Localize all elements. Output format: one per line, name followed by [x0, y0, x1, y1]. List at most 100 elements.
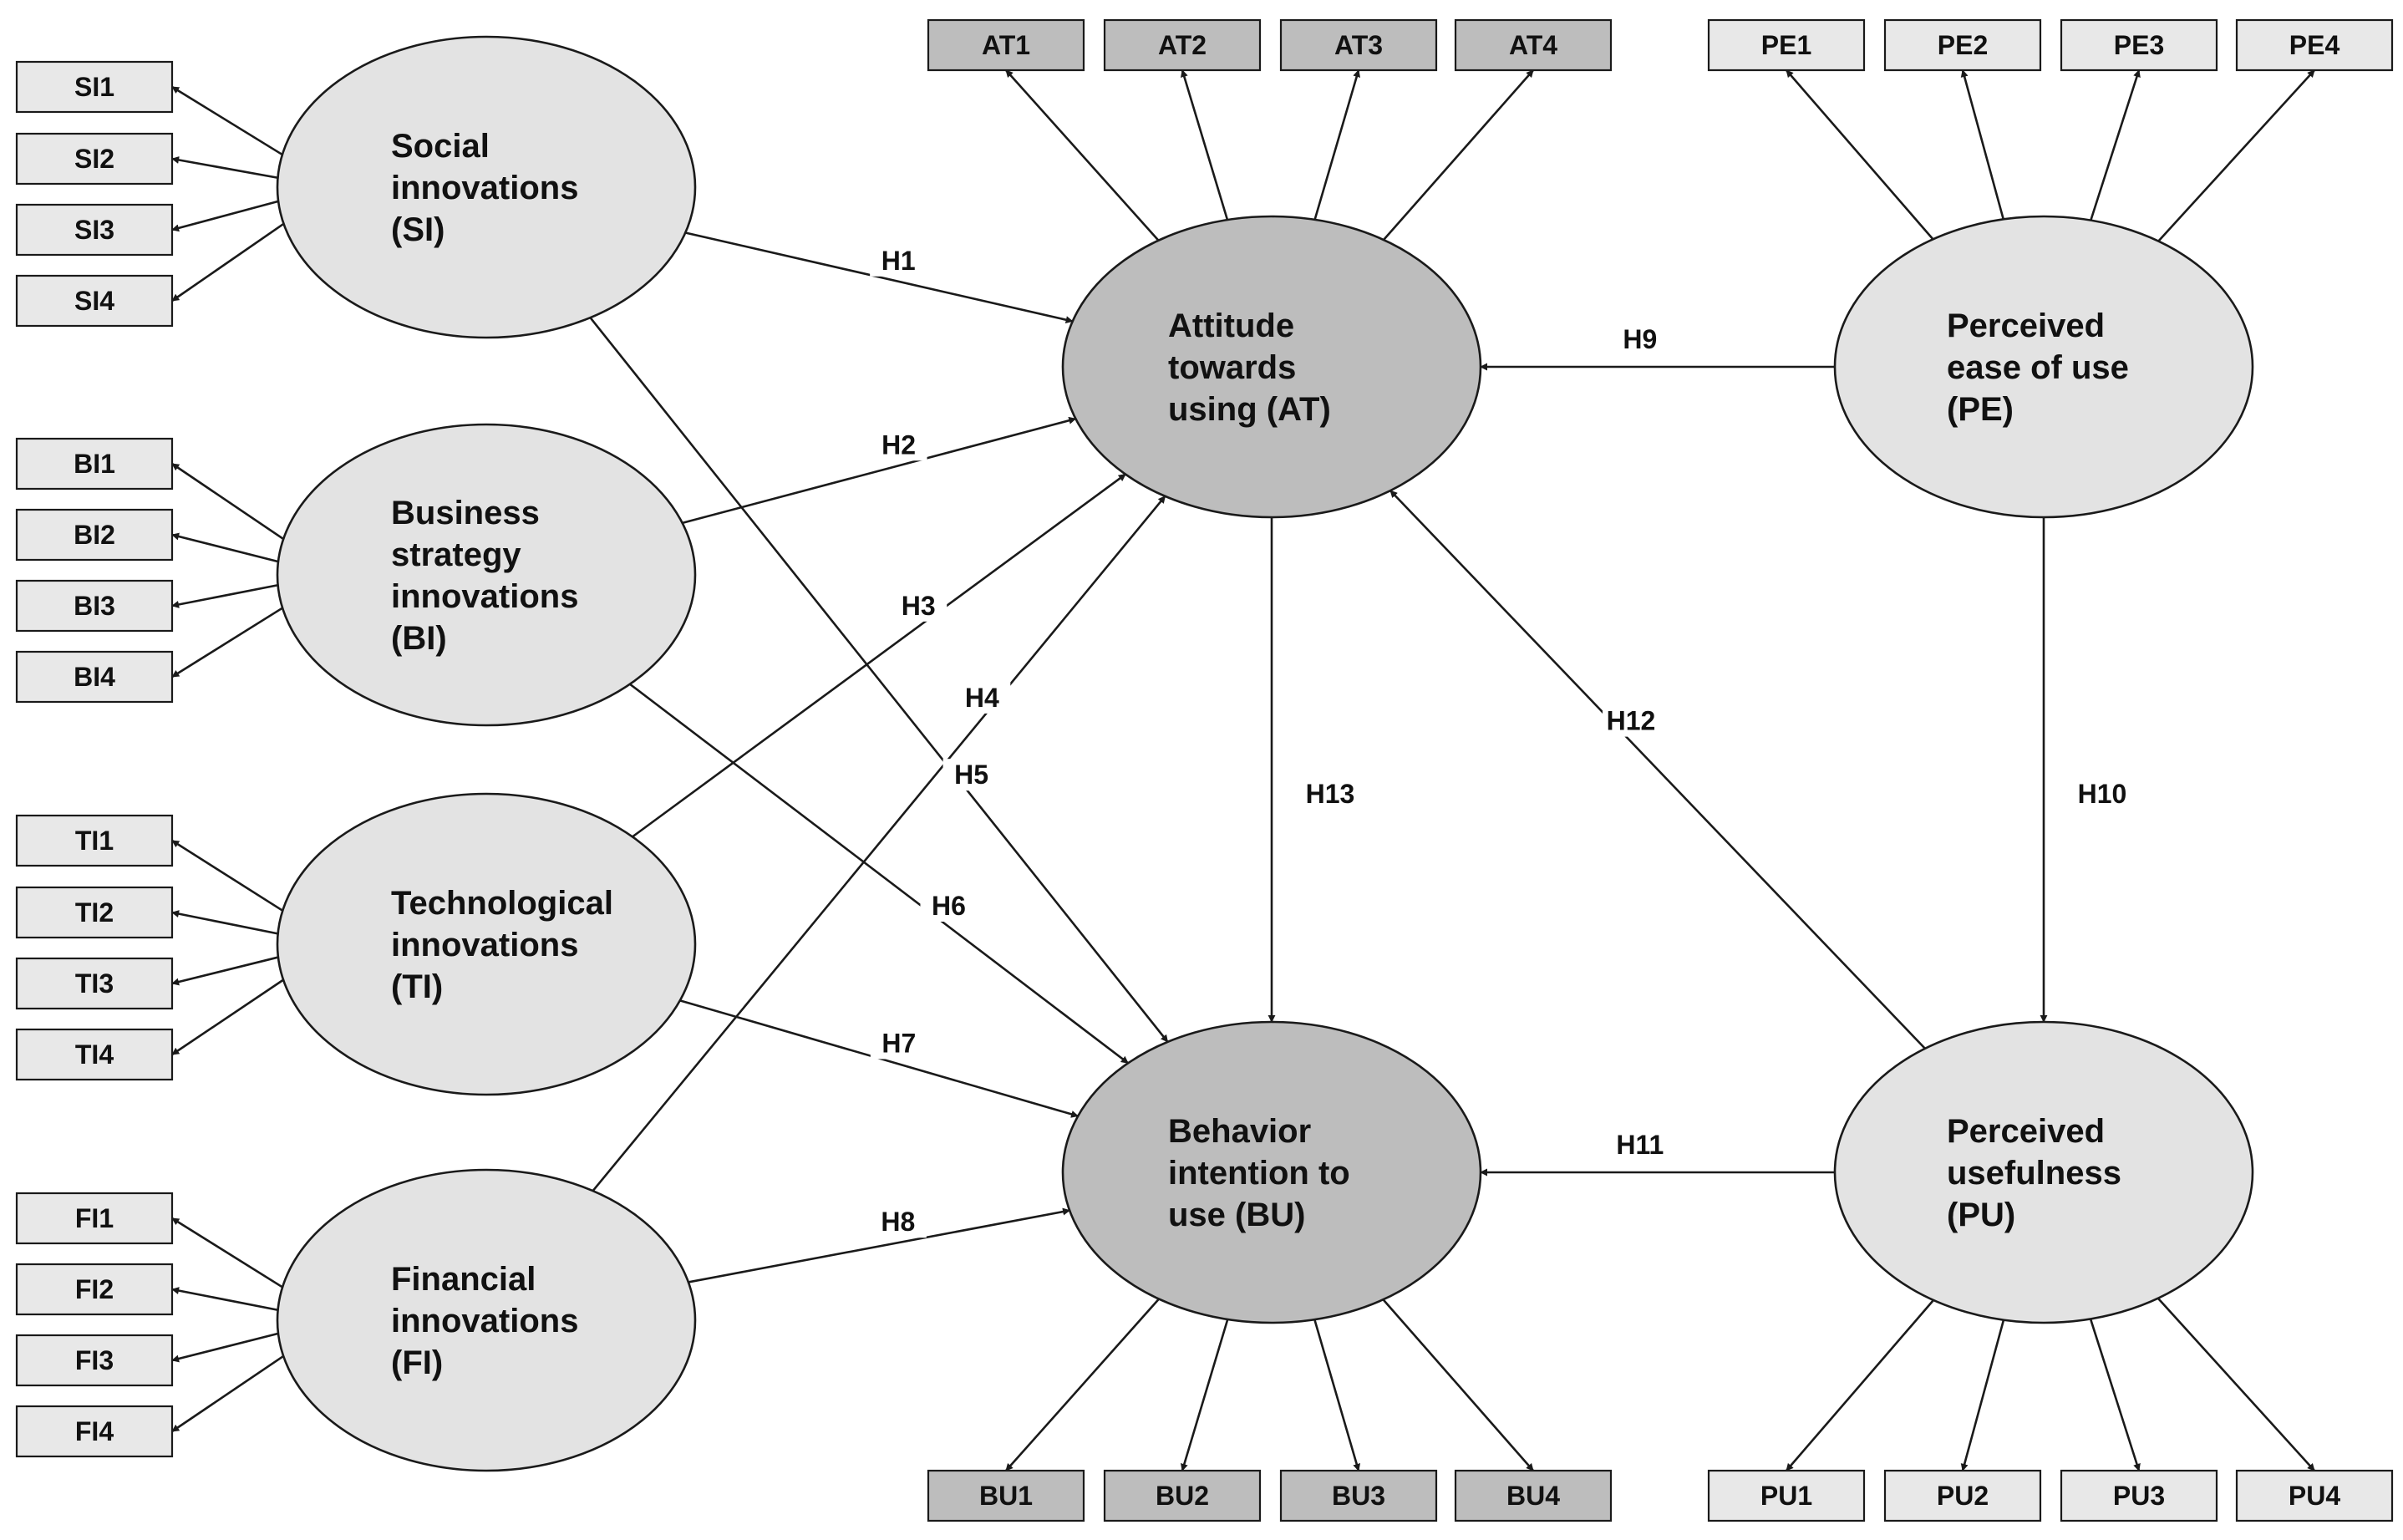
path-h1 — [684, 231, 1074, 324]
indicator-label: PU4 — [2289, 1481, 2340, 1511]
hypothesis-label-h5: H5 — [954, 760, 988, 790]
loading-arrow-pu2 — [1960, 1319, 2005, 1471]
loading-arrow-bi2 — [171, 532, 279, 563]
indicator-label: PE4 — [2289, 30, 2340, 60]
hypothesis-label-h11: H11 — [1616, 1130, 1664, 1160]
indicator-box — [15, 886, 174, 939]
indicator-pe3: PE3 — [2060, 18, 2218, 72]
indicator-box — [15, 579, 174, 633]
indicator-label: PE2 — [1938, 30, 1988, 60]
loading-arrow-si1 — [171, 85, 283, 156]
construct-label-line: Financial — [391, 1261, 536, 1298]
loading-arrow-ti4 — [171, 978, 284, 1056]
hypothesis-label-h9: H9 — [1623, 324, 1657, 354]
indicator-box — [15, 60, 174, 114]
indicator-box — [15, 1028, 174, 1081]
indicator-label: BU1 — [979, 1481, 1033, 1511]
indicator-box — [1103, 1469, 1262, 1522]
path-h12 — [1389, 490, 1926, 1050]
hypothesis-label-h6: H6 — [932, 891, 966, 921]
indicator-box — [15, 437, 174, 490]
indicator-box — [15, 132, 174, 186]
path-label-background — [890, 589, 947, 622]
loading-arrow-bu2 — [1181, 1319, 1229, 1471]
path-label-background — [870, 1027, 927, 1060]
indicator-label: SI1 — [74, 72, 114, 102]
indicator-fi2: FI2 — [15, 1263, 174, 1316]
indicator-label: AT4 — [1509, 30, 1557, 60]
indicator-label: SI4 — [74, 286, 114, 316]
construct-ellipse — [1833, 215, 2254, 519]
indicator-box — [1883, 1469, 2042, 1522]
construct-ellipse — [1061, 1020, 1482, 1324]
indicator-label: TI3 — [75, 968, 114, 999]
construct-label-line: (TI) — [391, 968, 443, 1005]
indicator-bu2: BU2 — [1103, 1469, 1262, 1522]
indicator-box — [1454, 1469, 1613, 1522]
hypothesis-label-h4: H4 — [965, 683, 999, 713]
path-label-background — [1611, 323, 1669, 355]
path-h2 — [682, 416, 1077, 525]
path-label-background — [2074, 778, 2131, 811]
construct-label-line: intention to — [1168, 1155, 1350, 1192]
indicator-box — [1707, 1469, 1866, 1522]
construct-label-line: towards — [1168, 349, 1296, 386]
indicator-label: AT3 — [1334, 30, 1383, 60]
loading-arrow-ti3 — [171, 956, 279, 986]
indicator-label: FI4 — [75, 1416, 114, 1446]
hypothesis-label-h2: H2 — [881, 429, 916, 460]
indicator-box — [15, 1192, 174, 1245]
path-h3 — [632, 473, 1126, 838]
path-label-background — [869, 1206, 927, 1238]
path-label-background — [920, 889, 978, 922]
indicator-pe1: PE1 — [1707, 18, 1866, 72]
construct-label-line: ease of use — [1947, 349, 2129, 386]
construct-label-line: (PE) — [1947, 391, 2014, 428]
loading-arrow-fi2 — [171, 1287, 278, 1312]
loading-arrow-fi4 — [171, 1354, 284, 1433]
construct-label-line: innovations — [391, 578, 578, 615]
construct-label-line: (SI) — [391, 211, 445, 248]
indicator-ti4: TI4 — [15, 1028, 174, 1081]
construct-label-line: usefulness — [1947, 1155, 2121, 1192]
indicator-at4: AT4 — [1454, 18, 1613, 72]
indicator-box — [2060, 18, 2218, 72]
loading-arrow-pu1 — [1786, 1299, 1935, 1471]
indicator-label: PU1 — [1760, 1481, 1812, 1511]
construct-label-line: Attitude — [1168, 307, 1294, 344]
indicator-box — [2235, 18, 2394, 72]
indicator-si4: SI4 — [15, 274, 174, 328]
indicator-pu3: PU3 — [2060, 1469, 2218, 1522]
path-h6 — [629, 683, 1129, 1065]
path-label-background — [953, 681, 1011, 714]
indicator-bi4: BI4 — [15, 650, 174, 704]
path-h8 — [688, 1207, 1071, 1283]
indicator-ti1: TI1 — [15, 814, 174, 867]
construct-label-line: use (BU) — [1168, 1197, 1305, 1233]
indicator-bu4: BU4 — [1454, 1469, 1613, 1522]
construct-label-line: Social — [391, 128, 490, 165]
indicator-bu3: BU3 — [1279, 1469, 1438, 1522]
indicator-box — [15, 957, 174, 1010]
indicator-pu4: PU4 — [2235, 1469, 2394, 1522]
indicator-si1: SI1 — [15, 60, 174, 114]
construct-ellipse — [276, 423, 697, 727]
construct-ellipse — [276, 1168, 697, 1472]
hypothesis-label-h8: H8 — [881, 1207, 915, 1237]
hypothesis-label-h10: H10 — [2078, 779, 2127, 809]
path-label-background — [870, 429, 927, 461]
indicator-ti3: TI3 — [15, 957, 174, 1010]
construct-label-line: Perceived — [1947, 1113, 2105, 1150]
indicator-at2: AT2 — [1103, 18, 1262, 72]
indicator-label: BU3 — [1332, 1481, 1385, 1511]
path-h4 — [592, 495, 1166, 1192]
indicator-pe4: PE4 — [2235, 18, 2394, 72]
loading-arrow-pe3 — [2090, 69, 2141, 221]
edges-layer — [171, 69, 2315, 1471]
hypothesis-label-h13: H13 — [1306, 779, 1355, 809]
path-label-background — [1302, 778, 1359, 811]
